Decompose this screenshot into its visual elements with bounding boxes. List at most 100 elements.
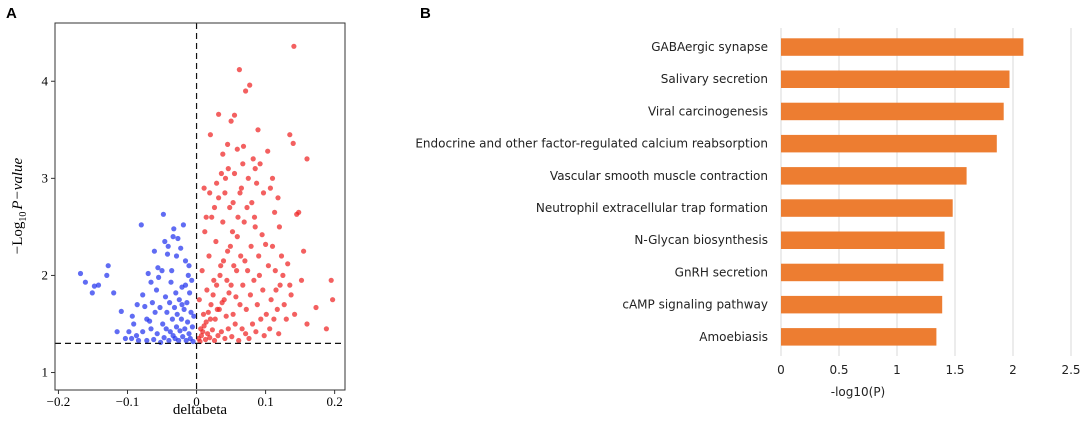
bar-category-label: cAMP signaling pathway	[622, 298, 768, 312]
hypo-point-64	[183, 337, 189, 344]
hyper-point-34	[256, 253, 262, 259]
hyper-point-47	[222, 175, 229, 181]
bar-2	[781, 102, 1004, 121]
hyper-point-57	[206, 253, 212, 259]
hyper-point-9	[255, 127, 261, 133]
volcano-x-tick-label: −0.1	[116, 394, 140, 409]
hyper-point-23	[313, 304, 319, 311]
hyper-point-138	[257, 161, 263, 167]
hyper-point-4	[231, 112, 238, 118]
bar-category-label: Endocrine and other factor-regulated cal…	[415, 137, 768, 151]
hyper-point-125	[274, 306, 280, 312]
hyper-point-122	[268, 297, 274, 303]
hypo-point-2	[89, 290, 95, 296]
hyper-point-123	[271, 316, 277, 322]
hyper-point-61	[199, 268, 205, 274]
hypo-point-51	[174, 311, 180, 317]
hyper-point-6	[216, 111, 222, 117]
hyper-point-136	[267, 185, 273, 191]
hypo-point-49	[173, 290, 179, 296]
hyper-point-72	[205, 309, 211, 315]
hyper-point-30	[273, 287, 279, 293]
hypo-point-25	[152, 309, 158, 315]
hypo-point-82	[148, 326, 154, 332]
hyper-point-80	[215, 333, 221, 339]
hyper-point-99	[237, 302, 243, 308]
hypo-point-36	[163, 326, 169, 332]
hypo-point-59	[180, 334, 186, 340]
hyper-point-7	[287, 132, 293, 138]
hyper-point-88	[224, 277, 230, 283]
hyper-point-153	[201, 185, 207, 191]
bar-chart-bars	[781, 38, 1024, 346]
hypo-point-16	[138, 222, 144, 228]
bar-chart-x-tick-label: 1	[893, 363, 901, 377]
volcano-y-axis-prefix: −Log	[10, 221, 26, 254]
hyper-point-42	[231, 170, 238, 177]
hyper-point-149	[214, 180, 220, 186]
hyper-point-137	[260, 190, 267, 196]
hyper-point-67	[200, 329, 206, 335]
hypo-point-62	[182, 326, 188, 332]
bar-category-label: GnRH secretion	[675, 265, 768, 279]
hypo-point-38	[164, 251, 171, 257]
hyper-point-84	[219, 300, 225, 306]
hyper-point-105	[243, 306, 249, 312]
hyper-point-75	[209, 327, 215, 333]
hyper-point-14	[304, 156, 310, 162]
hyper-point-113	[253, 329, 259, 335]
hyper-point-40	[235, 214, 241, 220]
hypo-point-55	[177, 328, 183, 334]
hypo-point-43	[169, 268, 175, 274]
hypo-point-65	[184, 300, 190, 306]
hyper-point-5	[228, 118, 234, 124]
volcano-reference-lines	[55, 23, 345, 390]
hypo-point-42	[168, 279, 174, 285]
hyper-point-3	[243, 88, 249, 94]
hypo-point-76	[155, 265, 161, 271]
hyper-point-17	[269, 175, 276, 181]
hypo-point-23	[149, 300, 155, 306]
hypo-point-47	[171, 304, 178, 311]
hypo-point-34	[161, 335, 167, 341]
hyper-point-83	[218, 329, 224, 335]
hyper-point-79	[214, 282, 220, 288]
hyper-point-74	[208, 302, 214, 308]
hypo-point-1	[82, 279, 88, 285]
volcano-x-tick-label: 0	[193, 394, 200, 409]
hyper-point-1	[236, 67, 242, 73]
hyper-point-82	[217, 272, 223, 278]
hypo-point-22	[148, 279, 154, 285]
hyper-point-59	[202, 229, 208, 235]
hyper-point-150	[211, 204, 218, 211]
hyper-point-132	[298, 277, 305, 283]
hypo-point-33	[160, 211, 166, 217]
hyper-point-145	[230, 200, 236, 206]
hyper-point-10	[265, 148, 271, 154]
bar-9	[781, 328, 937, 346]
hypo-point-35	[162, 294, 169, 300]
hypo-point-13	[131, 321, 137, 327]
hyper-point-8	[290, 140, 296, 146]
volcano-x-tick-label: 0.2	[327, 394, 343, 409]
hyper-point-104	[243, 331, 249, 337]
hyper-point-119	[263, 311, 269, 317]
hyper-point-97	[234, 234, 240, 240]
hypo-point-63	[182, 258, 189, 264]
hypo-point-19	[144, 337, 150, 344]
hyper-point-152	[203, 214, 209, 220]
hyper-point-22	[323, 326, 329, 332]
hyper-point-20	[328, 277, 334, 283]
hypo-point-8	[114, 329, 120, 335]
hyper-point-39	[238, 185, 244, 191]
hyper-point-66	[198, 333, 204, 339]
hypo-point-39	[166, 337, 172, 344]
bar-chart-x-tick-label: 2	[1009, 363, 1017, 377]
hypo-point-14	[133, 333, 140, 339]
hypo-point-9	[118, 308, 124, 314]
hyper-point-25	[285, 261, 291, 267]
hypo-point-17	[140, 329, 146, 335]
hyper-point-117	[260, 287, 266, 293]
hypo-point-54	[176, 297, 182, 303]
